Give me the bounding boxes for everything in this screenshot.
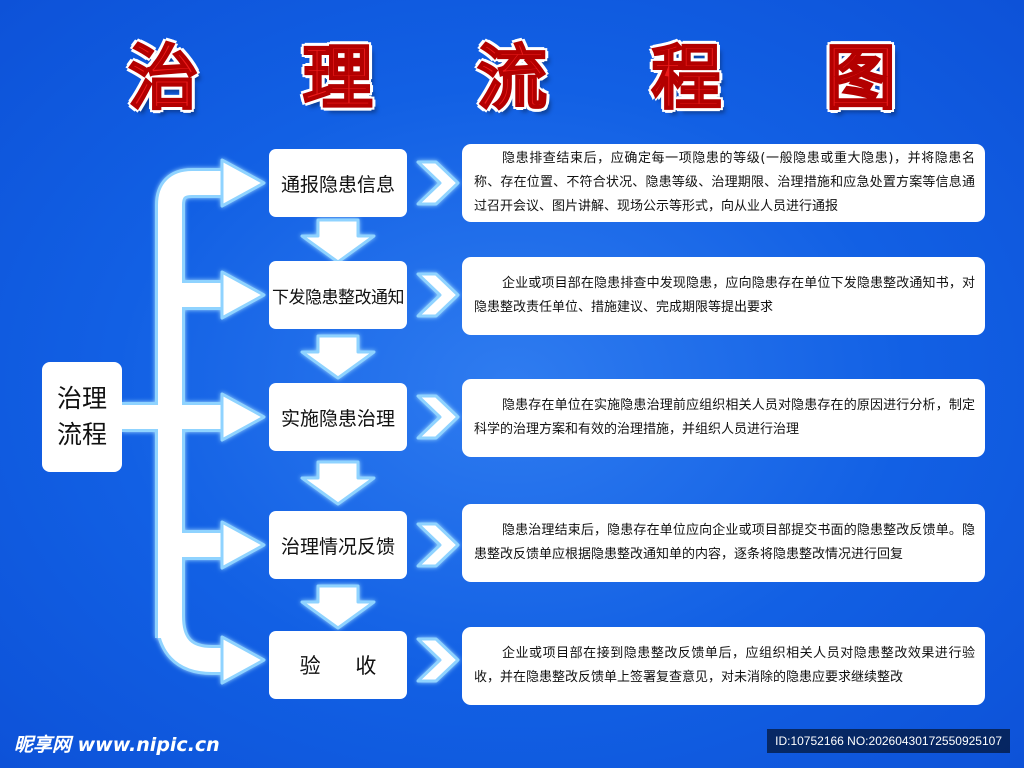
step-label: 下发隐患整改通知 (272, 287, 405, 308)
down-arrow-icon (300, 460, 376, 506)
step-label: 验 收 (299, 654, 391, 678)
description-text: 企业或项目部在隐患排查中发现隐患，应向隐患存在单位下发隐患整改通知书，对隐患整改… (474, 276, 975, 315)
description-text: 隐患治理结束后，隐患存在单位应向企业或项目部提交书面的隐患整改反馈单。隐患整改反… (474, 523, 975, 562)
description-text: 企业或项目部在接到隐患整改反馈单后，应组织相关人员对隐患整改效果进行验收，并在隐… (474, 646, 975, 685)
step-feedback: 治理情况反馈 (269, 511, 407, 579)
page-title: 治 理 流 程 图 (127, 36, 936, 120)
step-description: 隐患排查结束后，应确定每一项隐患的等级(一般隐患或重大隐患)，并将隐患名称、存在… (462, 144, 985, 222)
step-notify: 通报隐患信息 (269, 149, 407, 217)
image-id-label: ID:10752166 NO:20260430172550925107 (767, 729, 1010, 753)
watermark-logo: 昵享网 www.nipic.cn (14, 734, 220, 756)
branch-arrow-icon (122, 158, 266, 685)
chevron-right-icon (416, 160, 460, 206)
step-description: 隐患存在单位在实施隐患治理前应组织相关人员对隐患存在的原因进行分析，制定科学的治… (462, 379, 985, 457)
step-label: 通报隐患信息 (280, 173, 395, 196)
root-label: 治理流程 (56, 384, 107, 449)
description-text: 隐患排查结束后，应确定每一项隐患的等级(一般隐患或重大隐患)，并将隐患名称、存在… (474, 151, 975, 214)
step-label: 实施隐患治理 (280, 407, 395, 430)
down-arrow-icon (300, 334, 376, 380)
chevron-right-icon (416, 272, 460, 318)
chevron-right-icon (416, 637, 460, 683)
down-arrow-icon (300, 218, 376, 264)
description-text: 隐患存在单位在实施隐患治理前应组织相关人员对隐患存在的原因进行分析，制定科学的治… (474, 398, 975, 437)
step-acceptance: 验 收 (269, 631, 407, 699)
chevron-right-icon (416, 394, 460, 440)
down-arrow-icon (300, 584, 376, 630)
step-description: 企业或项目部在接到隐患整改反馈单后，应组织相关人员对隐患整改效果进行验收，并在隐… (462, 627, 985, 705)
step-issue-notice: 下发隐患整改通知 (269, 261, 407, 329)
root-node: 治理流程 (42, 362, 122, 472)
chevron-right-icon (416, 522, 460, 568)
step-implement: 实施隐患治理 (269, 383, 407, 451)
step-description: 隐患治理结束后，隐患存在单位应向企业或项目部提交书面的隐患整改反馈单。隐患整改反… (462, 504, 985, 582)
step-description: 企业或项目部在隐患排查中发现隐患，应向隐患存在单位下发隐患整改通知书，对隐患整改… (462, 257, 985, 335)
step-label: 治理情况反馈 (280, 535, 395, 558)
